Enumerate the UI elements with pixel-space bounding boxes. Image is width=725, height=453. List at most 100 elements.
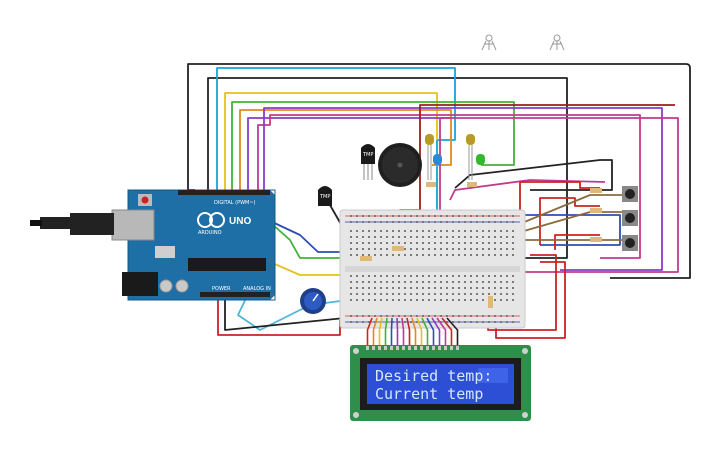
hole	[482, 242, 484, 244]
hole	[362, 299, 364, 301]
lcd-pin	[456, 346, 459, 350]
hole	[458, 254, 460, 256]
hole	[512, 242, 514, 244]
hole	[410, 287, 412, 289]
hole	[446, 293, 448, 295]
hole	[410, 221, 412, 223]
resistor[interactable]	[590, 188, 602, 193]
hole	[476, 315, 478, 317]
hole	[470, 254, 472, 256]
led-blue[interactable]	[433, 154, 442, 165]
lcd-display[interactable]: Desired temp: Current temp	[350, 345, 531, 421]
push-button-1[interactable]	[622, 186, 638, 202]
potentiometer[interactable]	[300, 288, 326, 314]
hole	[380, 236, 382, 238]
hole	[458, 236, 460, 238]
hole	[362, 321, 364, 323]
led-yellow-2[interactable]	[466, 134, 475, 180]
hole	[476, 293, 478, 295]
resistor[interactable]	[590, 208, 602, 213]
hole	[398, 221, 400, 223]
hole	[512, 299, 514, 301]
resistors	[360, 182, 602, 308]
hole	[440, 215, 442, 217]
led-green[interactable]	[476, 154, 485, 165]
hole	[356, 275, 358, 277]
breadboard[interactable]	[339, 209, 526, 329]
light-bulb-icon-right[interactable]	[549, 34, 565, 51]
hole	[440, 293, 442, 295]
hole	[428, 236, 430, 238]
hole	[494, 315, 496, 317]
hole	[488, 236, 490, 238]
hole	[362, 236, 364, 238]
hole	[482, 248, 484, 250]
push-button-2[interactable]	[622, 210, 638, 226]
hole	[452, 230, 454, 232]
hole	[404, 242, 406, 244]
hole	[476, 221, 478, 223]
wire-green-left	[261, 214, 345, 259]
hole	[446, 248, 448, 250]
lcd-wire	[396, 317, 399, 346]
wire-purple-right	[263, 107, 663, 271]
hole	[500, 215, 502, 217]
hole	[494, 281, 496, 283]
hole	[452, 242, 454, 244]
hole	[398, 236, 400, 238]
hole	[392, 254, 394, 256]
hole	[374, 236, 376, 238]
hole	[452, 248, 454, 250]
hole	[386, 281, 388, 283]
hole	[494, 236, 496, 238]
resistor[interactable]	[467, 182, 477, 187]
hole	[470, 287, 472, 289]
hole	[404, 248, 406, 250]
hole	[506, 242, 508, 244]
hole	[440, 236, 442, 238]
hole	[506, 254, 508, 256]
hole	[464, 221, 466, 223]
hole	[386, 242, 388, 244]
push-button-3[interactable]	[622, 235, 638, 251]
hole	[392, 215, 394, 217]
hole	[440, 275, 442, 277]
hole	[488, 254, 490, 256]
hole	[506, 236, 508, 238]
hole	[500, 221, 502, 223]
resistor[interactable]	[392, 246, 404, 251]
temperature-sensor-2[interactable]: TMP	[318, 186, 332, 206]
hole	[494, 215, 496, 217]
resistor[interactable]	[426, 182, 436, 187]
hole	[410, 281, 412, 283]
hole	[494, 293, 496, 295]
lcd-pin	[396, 346, 399, 350]
lcd-pin	[432, 346, 435, 350]
led-yellow-1[interactable]	[425, 134, 434, 180]
hole	[422, 275, 424, 277]
hole	[362, 248, 364, 250]
piezo-buzzer[interactable]	[378, 143, 422, 187]
hole	[392, 293, 394, 295]
hole	[500, 287, 502, 289]
hole	[380, 242, 382, 244]
hole	[482, 275, 484, 277]
hole	[446, 215, 448, 217]
hole	[350, 293, 352, 295]
digital-label: DIGITAL (PWM~)	[214, 200, 256, 206]
light-bulb-icon-left[interactable]	[481, 34, 497, 51]
arduino-uno-board[interactable]: ARDUINO UNO DIGITAL (PWM~) POWER ANALOG …	[30, 189, 276, 301]
hole	[356, 236, 358, 238]
temperature-sensor-1[interactable]: TMP	[361, 144, 375, 180]
hole	[434, 287, 436, 289]
hole	[452, 315, 454, 317]
hole	[470, 236, 472, 238]
resistor[interactable]	[488, 296, 493, 308]
hole	[476, 275, 478, 277]
wire-magenta-right	[439, 117, 679, 273]
hole	[386, 275, 388, 277]
resistor[interactable]	[590, 237, 602, 242]
hole	[476, 242, 478, 244]
resistor[interactable]	[360, 256, 372, 261]
hole	[386, 215, 388, 217]
